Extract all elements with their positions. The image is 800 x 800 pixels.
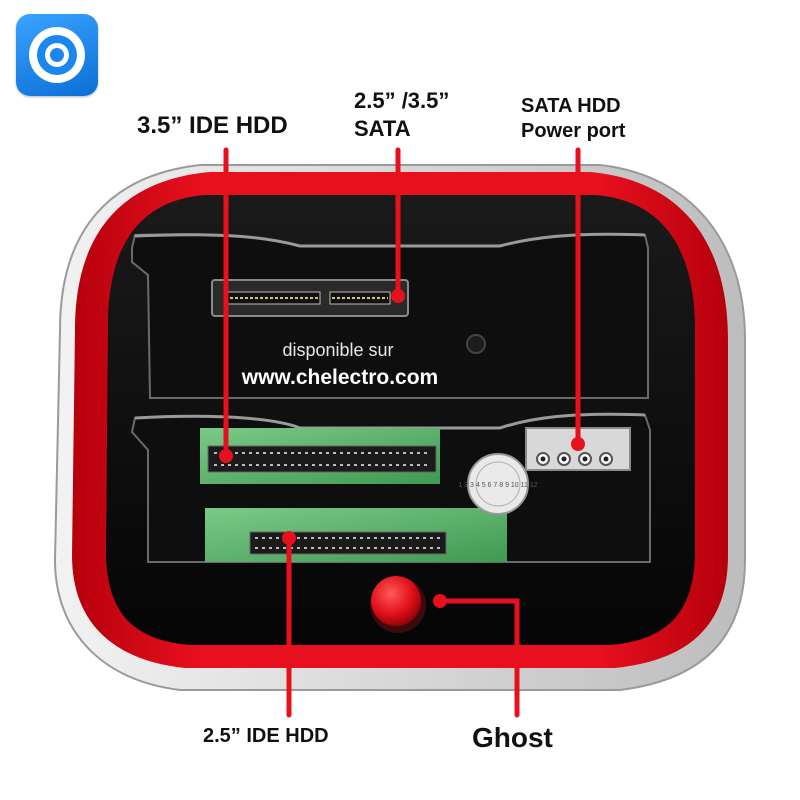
label-ide35: 3.5” IDE HDD xyxy=(137,112,288,139)
label-sata-line1: 2.5” /3.5” xyxy=(354,88,450,113)
jumper-dial-text: 1 2 3 4 5 6 7 8 9 10 11 12 xyxy=(458,482,537,489)
print-line1: disponible sur xyxy=(282,340,393,360)
ghost-button xyxy=(371,576,421,626)
label-ide25: 2.5” IDE HDD xyxy=(203,725,329,747)
jumper-dial xyxy=(467,453,529,515)
leader-ghost xyxy=(437,598,520,718)
label-power-line1: SATA HDD xyxy=(521,95,621,117)
label-ghost: Ghost xyxy=(472,722,553,753)
print-line2: www.chelectro.com xyxy=(241,366,438,389)
label-sata-line2: SATA xyxy=(354,116,411,141)
label-power-line2: Power port xyxy=(521,120,626,142)
app-logo-icon xyxy=(16,14,98,96)
ide25-connector xyxy=(249,531,447,555)
ide35-connector xyxy=(207,445,437,473)
